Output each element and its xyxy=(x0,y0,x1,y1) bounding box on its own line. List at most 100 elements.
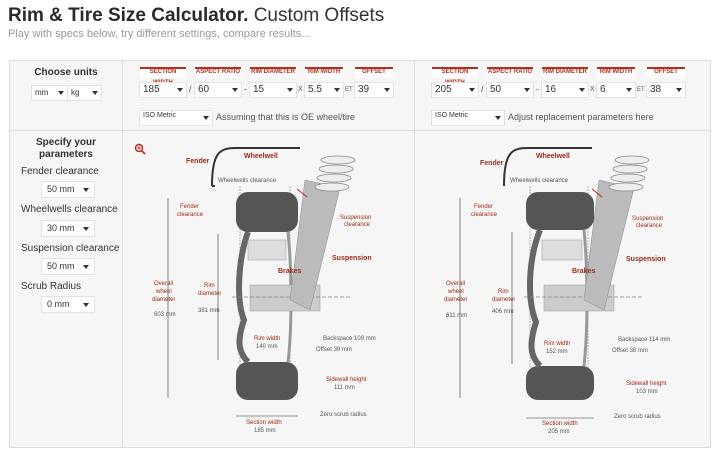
spec-value: 185 xyxy=(143,84,160,95)
right-section-width-value: 205 mm xyxy=(548,429,570,435)
spec-value: 39 xyxy=(358,84,370,95)
right-note: Adjust replacement parameters here xyxy=(508,112,654,122)
label-suspension-clearance: clearance xyxy=(344,222,371,228)
rim-outer xyxy=(527,228,543,369)
param-value: 50 mm xyxy=(47,184,75,194)
spec-value: 50 xyxy=(490,84,502,95)
param-label: Wheelwells clearance xyxy=(21,204,118,215)
label-fender-clearance: clearance xyxy=(471,212,498,218)
label-rim-diameter: diameter xyxy=(492,297,515,303)
wheelwell-shape xyxy=(503,147,592,187)
left-offset: Offset 39 mm xyxy=(316,347,352,353)
chevron-down-icon xyxy=(626,88,632,92)
label-suspension-clearance: Suspension xyxy=(632,216,663,222)
label-fender-clearance: clearance xyxy=(177,212,204,218)
parameters-title: Specify your parameters xyxy=(10,137,122,161)
chevron-down-icon xyxy=(232,88,238,92)
chevron-down-icon xyxy=(384,88,390,92)
title-bold: Rim & Tire Size Calculator. xyxy=(8,5,249,26)
label-rim-diameter: diameter xyxy=(198,291,221,297)
header-aspect-ratio: ASPECT RATIO xyxy=(487,67,533,78)
label-sidewall: Sidewall height xyxy=(326,377,367,383)
param-label: Suspension clearance xyxy=(21,243,120,254)
separator: ET xyxy=(345,87,353,93)
right-aspect-ratio-select[interactable]: 50 xyxy=(487,83,533,97)
divider xyxy=(122,61,123,447)
left-section-width-select[interactable]: 185 xyxy=(140,83,186,97)
label-rim-width: Rim width xyxy=(544,341,570,347)
weight-unit-select[interactable]: kg xyxy=(68,86,101,100)
label-wheelwell: Wheelwell xyxy=(244,153,278,160)
system-value: ISO Metric xyxy=(143,112,177,119)
label-fender-clearance: Fender xyxy=(180,204,199,210)
left-offset-select[interactable]: 39 xyxy=(355,83,393,97)
left-aspect-ratio-select[interactable]: 60 xyxy=(195,83,241,97)
suspension-strut xyxy=(289,179,341,311)
header-offset: OFFSET xyxy=(355,67,393,78)
left-rim-width-select[interactable]: 5.5 xyxy=(305,83,343,97)
label-rim-diameter: Rim xyxy=(204,283,215,289)
param-value: 30 mm xyxy=(47,223,75,233)
spec-value: 5.5 xyxy=(308,84,322,95)
page-title: Rim & Tire Size Calculator. Custom Offse… xyxy=(8,5,384,27)
chevron-down-icon xyxy=(676,88,682,92)
clearance-marker xyxy=(296,188,308,198)
header-rim-width: RIM WIDTH xyxy=(597,67,635,78)
spec-value: 205 xyxy=(435,84,452,95)
chevron-down-icon xyxy=(83,227,89,231)
separator: / xyxy=(481,84,484,94)
brake-caliper xyxy=(541,239,583,261)
label-overall: diameter xyxy=(152,297,175,303)
right-wheel-diagram: Fender Wheelwell Wheelwells clearance Fe… xyxy=(444,147,670,435)
label-rim-diameter: Rim xyxy=(498,289,509,295)
parameters-title-text: Specify your parameters xyxy=(35,137,97,160)
separator: / xyxy=(189,84,192,94)
suspension-clearance-select[interactable]: 50 mm xyxy=(42,259,94,274)
header-aspect-ratio: ASPECT RATIO xyxy=(195,67,241,78)
fender-clearance-select[interactable]: 50 mm xyxy=(42,182,94,197)
tire-bottom xyxy=(236,362,298,400)
length-unit-select[interactable]: mm xyxy=(32,86,67,100)
spec-value: 60 xyxy=(198,84,210,95)
chevron-down-icon xyxy=(524,88,530,92)
left-rim-diameter-select[interactable]: 15 xyxy=(250,83,296,97)
scrub-radius-select[interactable]: 0 mm xyxy=(42,297,94,312)
wheelwells-clearance-select[interactable]: 30 mm xyxy=(42,221,94,236)
right-system-select[interactable]: ISO Metric xyxy=(432,111,504,125)
system-value: ISO Metric xyxy=(435,112,469,119)
chevron-down-icon xyxy=(83,303,89,307)
param-label: Scrub Radius xyxy=(21,281,82,292)
label-suspension: Suspension xyxy=(332,255,372,262)
param-value: 50 mm xyxy=(47,261,75,271)
units-title: Choose units xyxy=(34,67,98,78)
label-overall: Overall xyxy=(154,281,173,287)
label-suspension-clearance: Suspension xyxy=(340,215,371,221)
label-sidewall: Sidewall height xyxy=(626,381,667,387)
chevron-down-icon xyxy=(579,88,585,92)
label-brakes: Brakes xyxy=(572,268,595,275)
right-offset: Offset 38 mm xyxy=(612,348,648,354)
zoom-in-icon[interactable] xyxy=(134,143,146,155)
chevron-down-icon xyxy=(92,91,98,95)
header-section-width: SECTION WIDTH xyxy=(432,67,478,86)
right-offset-select[interactable]: 38 xyxy=(647,83,685,97)
brake-caliper xyxy=(247,239,287,261)
separator: - xyxy=(536,84,539,94)
right-section-width-select[interactable]: 205 xyxy=(432,83,478,97)
header-offset: OFFSET xyxy=(647,67,685,78)
separator: X xyxy=(590,86,595,93)
chevron-down-icon xyxy=(469,88,475,92)
left-system-select[interactable]: ISO Metric xyxy=(140,111,212,125)
right-overall-diameter-value: 611 mm xyxy=(446,313,467,319)
left-section-width-value: 185 mm xyxy=(254,428,276,434)
right-rim-width-select[interactable]: 6 xyxy=(597,83,635,97)
tire-top xyxy=(236,192,298,232)
label-fender-clearance: Fender xyxy=(474,204,493,210)
chevron-down-icon xyxy=(58,91,64,95)
right-rim-diameter-select[interactable]: 16 xyxy=(542,83,588,97)
length-unit-value: mm xyxy=(35,88,49,97)
divider xyxy=(10,130,710,131)
right-rim-diameter-value: 406 mm xyxy=(492,309,514,315)
label-zero-scrub: Zero scrub radius xyxy=(614,414,661,420)
header-section-width: SECTION WIDTH xyxy=(140,67,186,86)
